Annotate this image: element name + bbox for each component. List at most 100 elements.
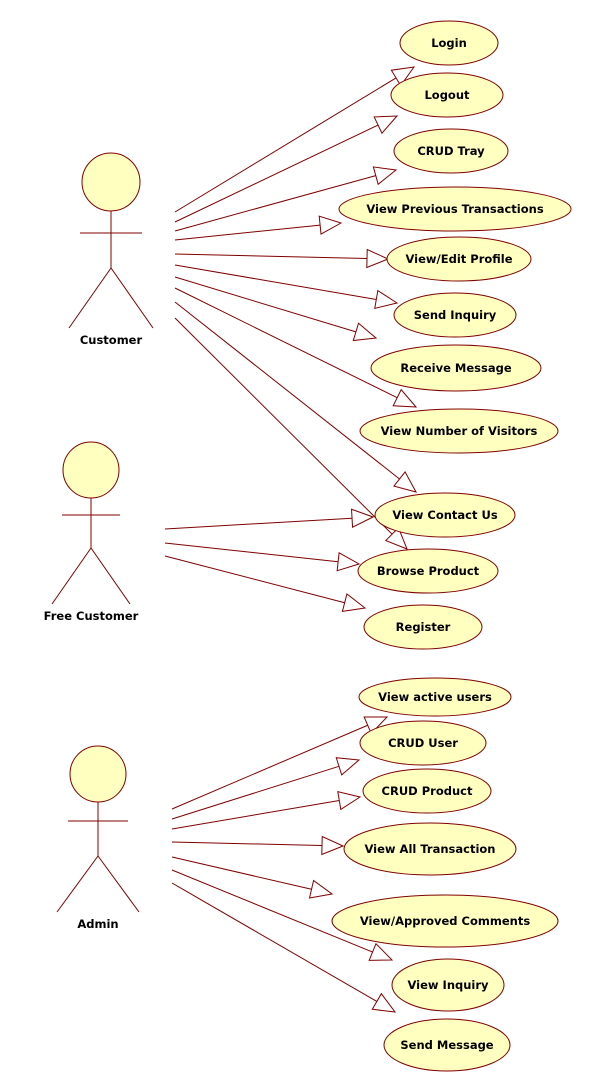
- use-case-ellipse: [383, 1018, 511, 1072]
- use-case-ellipse: [393, 292, 517, 338]
- association-customer-send_inquiry: [174, 264, 399, 309]
- arrowhead: [390, 66, 416, 87]
- use-case-label: View Contact Us: [392, 508, 498, 522]
- actor-label: Free Customer: [44, 609, 139, 623]
- arrowhead: [336, 551, 361, 572]
- actor-label: Customer: [80, 333, 143, 347]
- arrowhead: [363, 716, 389, 735]
- use-case-label: Receive Message: [400, 361, 511, 375]
- actor-label: Admin: [77, 917, 118, 931]
- use-case-ellipse: [363, 604, 483, 650]
- association-customer-browse_product: [174, 317, 408, 550]
- use-case-view_prev_tx[interactable]: View Previous Transactions: [338, 186, 572, 232]
- association-line: [171, 841, 323, 847]
- actor-admin[interactable]: Admin: [56, 745, 140, 931]
- use-case-view_edit_profile[interactable]: View/Edit Profile: [386, 236, 532, 282]
- association-admin-crud_product: [171, 790, 362, 830]
- use-case-ellipse: [343, 822, 517, 876]
- arrowhead: [352, 322, 378, 342]
- association-line: [164, 555, 345, 604]
- association-admin-view_all_tx: [171, 835, 345, 856]
- actor-right-leg: [97, 855, 140, 913]
- association-customer-view_visitors: [174, 287, 418, 408]
- use-case-label: Logout: [424, 88, 470, 102]
- use-case-label: Send Inquiry: [414, 308, 497, 322]
- association-line: [174, 224, 321, 241]
- use-case-send_message[interactable]: Send Message: [383, 1018, 511, 1072]
- association-line: [174, 287, 398, 399]
- use-case-label: CRUD User: [388, 736, 458, 750]
- association-line: [174, 264, 377, 300]
- use-case-label: View/Approved Comments: [360, 914, 531, 928]
- actor-customer[interactable]: Customer: [68, 152, 154, 347]
- association-free_customer-view_contact: [164, 508, 375, 530]
- actor-head: [81, 152, 141, 212]
- actor-left-leg: [56, 855, 99, 913]
- association-admin-send_message: [171, 882, 397, 1013]
- use-case-send_inquiry[interactable]: Send Inquiry: [393, 292, 517, 338]
- use-case-ellipse: [338, 186, 572, 232]
- use-case-view_contact[interactable]: View Contact Us: [374, 492, 516, 538]
- association-line: [174, 175, 376, 232]
- use-case-crud_tray[interactable]: CRUD Tray: [393, 128, 509, 174]
- use-case-ellipse: [399, 20, 499, 66]
- use-case-ellipse: [391, 958, 505, 1012]
- association-customer-receive_message: [174, 276, 378, 342]
- use-case-crud_user[interactable]: CRUD User: [359, 720, 487, 766]
- use-case-view_approved_comments[interactable]: View/Approved Comments: [331, 894, 559, 948]
- association-customer-login: [174, 66, 416, 213]
- use-case-view_visitors[interactable]: View Number of Visitors: [359, 408, 559, 454]
- use-case-label: Register: [396, 620, 451, 634]
- use-case-ellipse: [386, 236, 532, 282]
- use-case-label: CRUD Tray: [417, 144, 485, 158]
- use-case-label: CRUD Product: [382, 784, 473, 798]
- association-line: [164, 517, 353, 530]
- use-case-crud_product[interactable]: CRUD Product: [362, 768, 492, 814]
- arrowhead: [372, 166, 398, 186]
- use-case-view_inquiry[interactable]: View Inquiry: [391, 958, 505, 1012]
- association-admin-view_active_users: [171, 716, 389, 810]
- association-free_customer-browse_product: [164, 542, 361, 572]
- use-case-receive_message[interactable]: Receive Message: [370, 344, 542, 392]
- association-customer-view_contact: [174, 301, 417, 493]
- use-case-ellipse: [362, 768, 492, 814]
- use-case-logout[interactable]: Logout: [390, 72, 504, 118]
- use-case-label: View Number of Visitors: [381, 424, 538, 438]
- use-case-ellipse: [374, 492, 516, 538]
- arrowhead: [392, 388, 418, 408]
- arrowhead: [335, 757, 361, 776]
- association-line: [174, 276, 357, 333]
- actor-right-leg: [110, 267, 154, 329]
- use-case-label: Login: [431, 36, 467, 50]
- use-case-view_active_users[interactable]: View active users: [358, 677, 512, 717]
- use-case-view_all_tx[interactable]: View All Transaction: [343, 822, 517, 876]
- arrowhead: [384, 526, 408, 550]
- use-case-register[interactable]: Register: [363, 604, 483, 650]
- use-case-ellipse: [370, 344, 542, 392]
- association-customer-crud_tray: [174, 166, 398, 232]
- use-case-label: View Inquiry: [407, 978, 489, 992]
- association-customer-view_prev_tx: [174, 215, 343, 241]
- arrowhead: [368, 942, 394, 961]
- association-line: [174, 77, 397, 213]
- actor-head: [69, 745, 127, 803]
- association-line: [171, 724, 368, 810]
- actor-free_customer[interactable]: Free Customer: [44, 441, 139, 623]
- association-line: [171, 856, 312, 890]
- arrowhead: [373, 115, 399, 135]
- arrowhead: [308, 879, 334, 899]
- arrowhead: [371, 992, 397, 1013]
- arrowhead: [366, 248, 390, 269]
- association-admin-crud_user: [171, 757, 361, 820]
- arrowhead: [318, 215, 343, 235]
- association-line: [174, 124, 379, 223]
- associations: [164, 66, 418, 1013]
- arrowhead: [393, 471, 417, 493]
- use-case-ellipse: [358, 677, 512, 717]
- arrowhead: [341, 593, 367, 613]
- association-line: [171, 800, 340, 830]
- use-case-login[interactable]: Login: [399, 20, 499, 66]
- use-case-browse_product[interactable]: Browse Product: [357, 548, 499, 594]
